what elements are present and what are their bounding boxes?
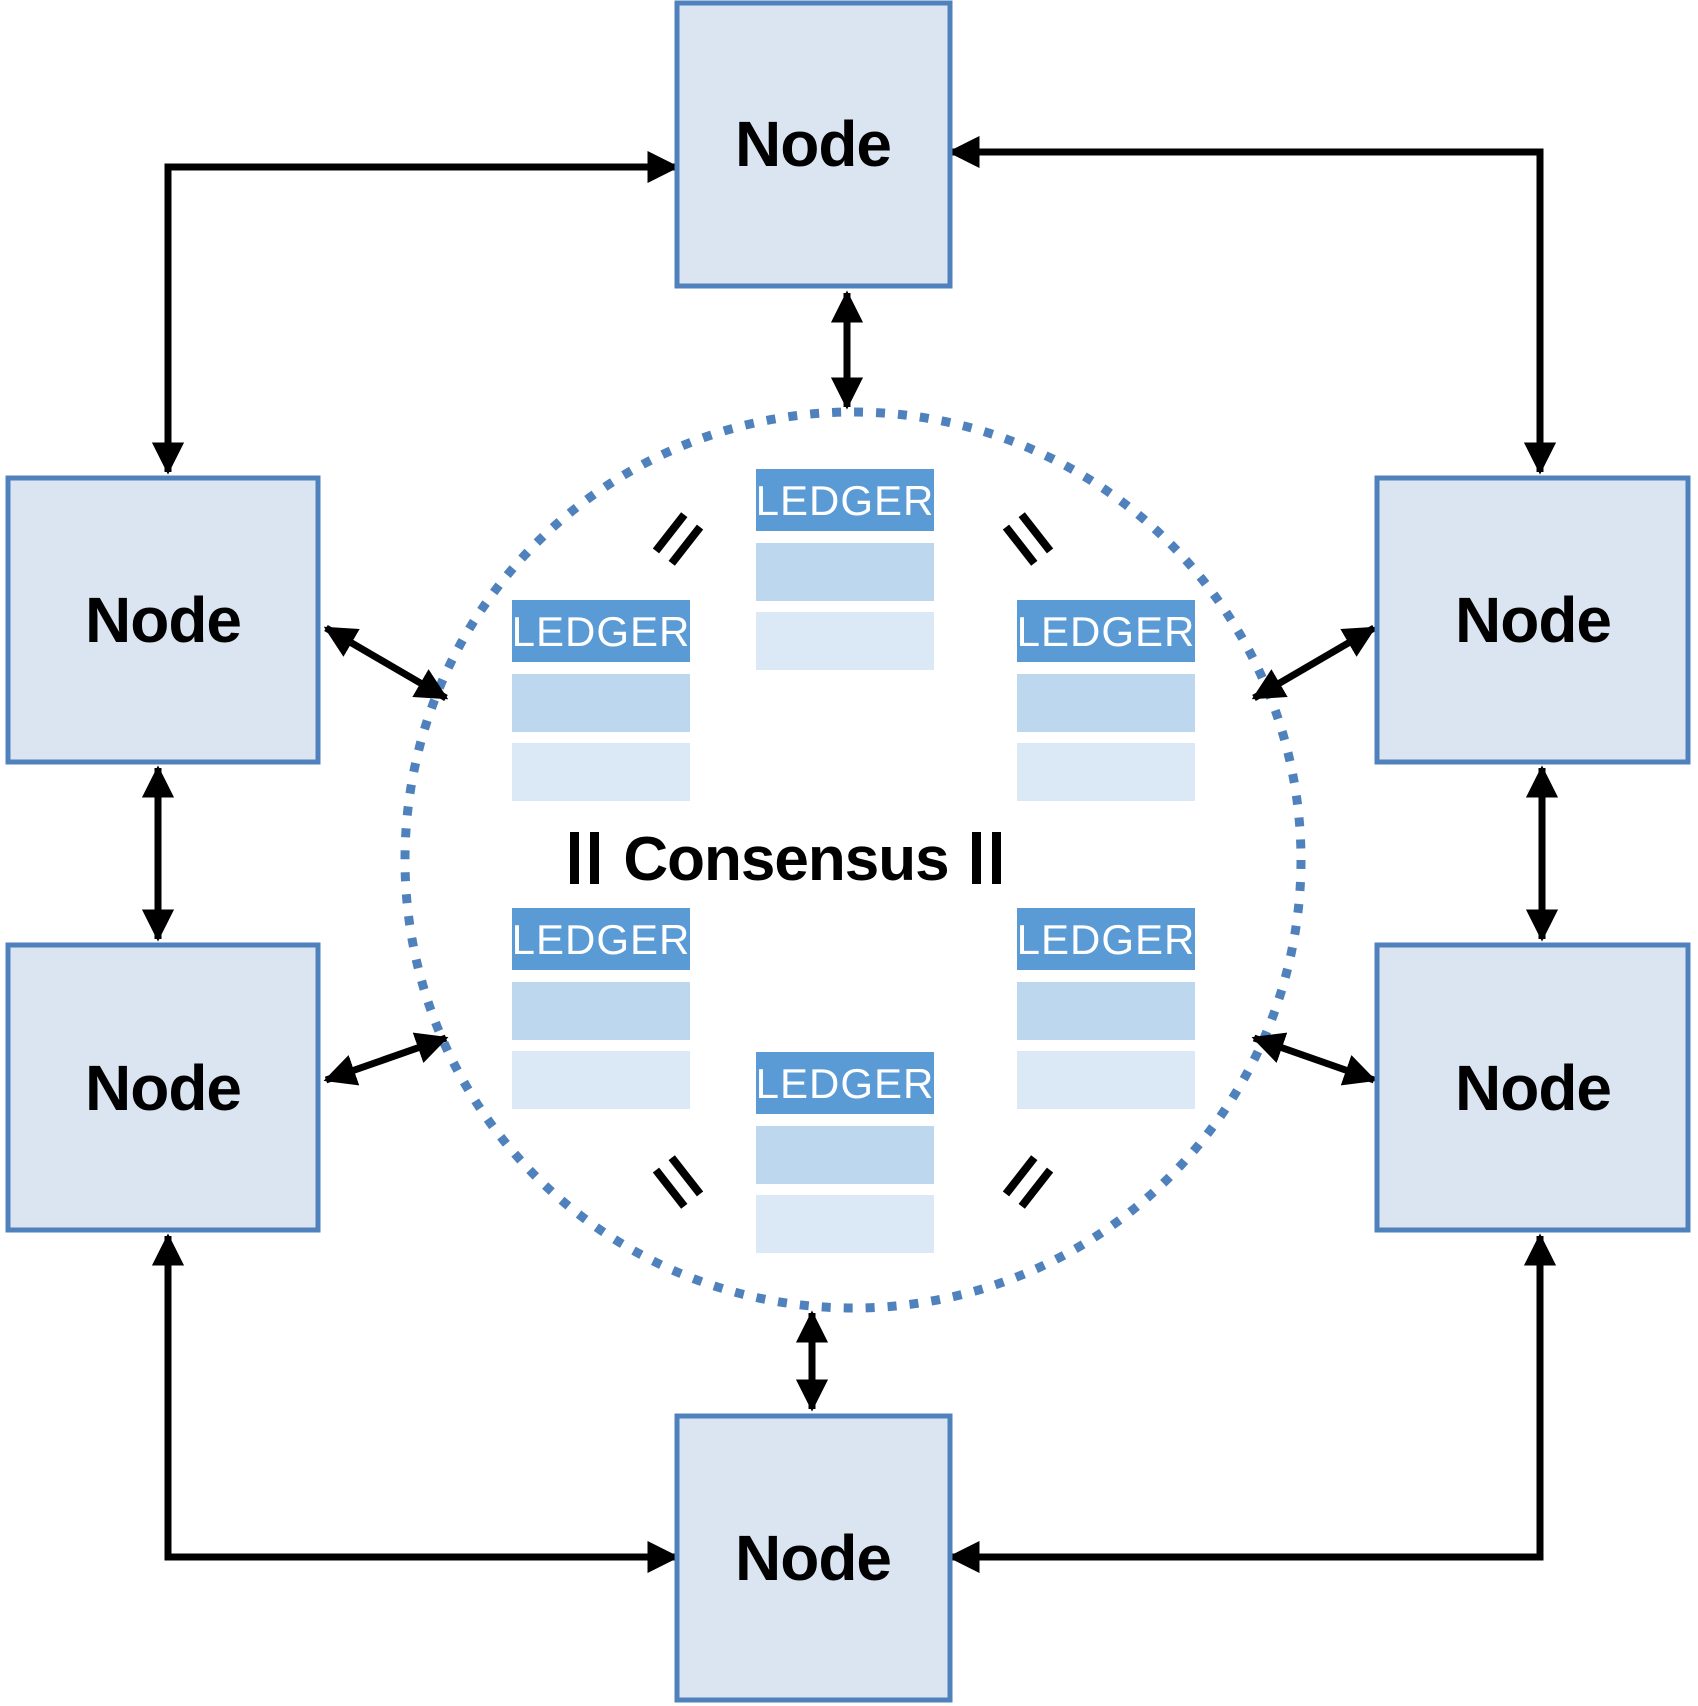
node-label: Node bbox=[85, 584, 241, 656]
ledger-label: LEDGER bbox=[1017, 608, 1196, 655]
consensus-circle bbox=[400, 407, 1306, 1313]
node-box bbox=[674, 1413, 953, 1703]
ledger-row bbox=[512, 743, 690, 801]
ledger-header bbox=[1017, 908, 1195, 970]
ledger-header bbox=[512, 908, 690, 970]
node-box bbox=[5, 475, 321, 765]
ledger-row bbox=[756, 1195, 934, 1253]
connector-lower-left-node-circle bbox=[323, 1032, 449, 1086]
ledger-row bbox=[1017, 982, 1195, 1040]
equals-icon-middle-left bbox=[570, 832, 599, 884]
consensus-label: Consensus bbox=[623, 825, 948, 894]
ledger-row bbox=[512, 1051, 690, 1109]
node-bottom: Node bbox=[674, 1413, 953, 1703]
connector-lower-right-node-circle bbox=[1251, 1032, 1377, 1086]
node-lower-left: Node bbox=[5, 942, 321, 1233]
equals-icon-bottom-left bbox=[652, 1155, 704, 1209]
node-top: Node bbox=[674, 0, 953, 289]
node-box bbox=[674, 0, 953, 289]
node-upper-left: Node bbox=[5, 475, 321, 765]
ledger-row bbox=[1017, 1051, 1195, 1109]
ledger-label: LEDGER bbox=[1017, 916, 1196, 963]
node-box bbox=[1374, 475, 1691, 765]
node-box bbox=[5, 942, 321, 1233]
equals-signs bbox=[570, 512, 1054, 1209]
connector-upper-right-node-circle bbox=[1251, 624, 1377, 702]
equals-icon-bottom-right bbox=[1002, 1155, 1054, 1209]
node-label: Node bbox=[735, 1522, 891, 1594]
ledger-header bbox=[512, 600, 690, 662]
equals-icon-top-right bbox=[1002, 512, 1054, 566]
ledger-row bbox=[1017, 743, 1195, 801]
ledger-row bbox=[756, 543, 934, 601]
node-lower-right: Node bbox=[1374, 942, 1691, 1233]
node-label: Node bbox=[1455, 584, 1611, 656]
connector-group bbox=[141, 135, 1559, 1574]
node-label: Node bbox=[85, 1052, 241, 1124]
node-upper-right: Node bbox=[1374, 475, 1691, 765]
connector-top-to-upper-left bbox=[151, 150, 680, 475]
connector-top-to-upper-right bbox=[947, 135, 1557, 475]
ledger-row bbox=[512, 674, 690, 732]
equals-icon-top-left bbox=[652, 512, 704, 566]
connector-bottom-to-lower-left bbox=[151, 1233, 680, 1574]
ledger-top-center: LEDGER bbox=[756, 469, 935, 670]
ledger-lower-left: LEDGER bbox=[512, 908, 691, 1109]
ledger-row bbox=[512, 982, 690, 1040]
node-box bbox=[1374, 942, 1691, 1233]
ledger-header bbox=[1017, 600, 1195, 662]
ledger-middle-right: LEDGER bbox=[1017, 600, 1196, 801]
ledger-bottom-center: LEDGER bbox=[756, 1052, 935, 1253]
node-label: Node bbox=[735, 108, 891, 180]
ledger-row bbox=[756, 1126, 934, 1184]
ledger-row bbox=[756, 612, 934, 670]
ledger-label: LEDGER bbox=[512, 608, 691, 655]
ledger-row bbox=[1017, 674, 1195, 732]
node-label: Node bbox=[1455, 1052, 1611, 1124]
connector-upper-left-node-circle bbox=[323, 624, 449, 702]
ledger-label: LEDGER bbox=[512, 916, 691, 963]
ledger-lower-right: LEDGER bbox=[1017, 908, 1196, 1109]
connector-bottom-to-lower-right bbox=[947, 1233, 1557, 1574]
ledger-label: LEDGER bbox=[756, 1060, 935, 1107]
equals-icon-middle-right bbox=[972, 832, 1001, 884]
ledger-middle-left: LEDGER bbox=[512, 600, 691, 801]
ledger-label: LEDGER bbox=[756, 477, 935, 524]
ledger-header bbox=[756, 1052, 934, 1114]
ledger-header bbox=[756, 469, 934, 531]
node-boxes: Node Node Node Node Node Node bbox=[5, 0, 1691, 1703]
ledger-blocks: LEDGER LEDGER LEDGER LEDGER LEDGER bbox=[512, 469, 1196, 1253]
